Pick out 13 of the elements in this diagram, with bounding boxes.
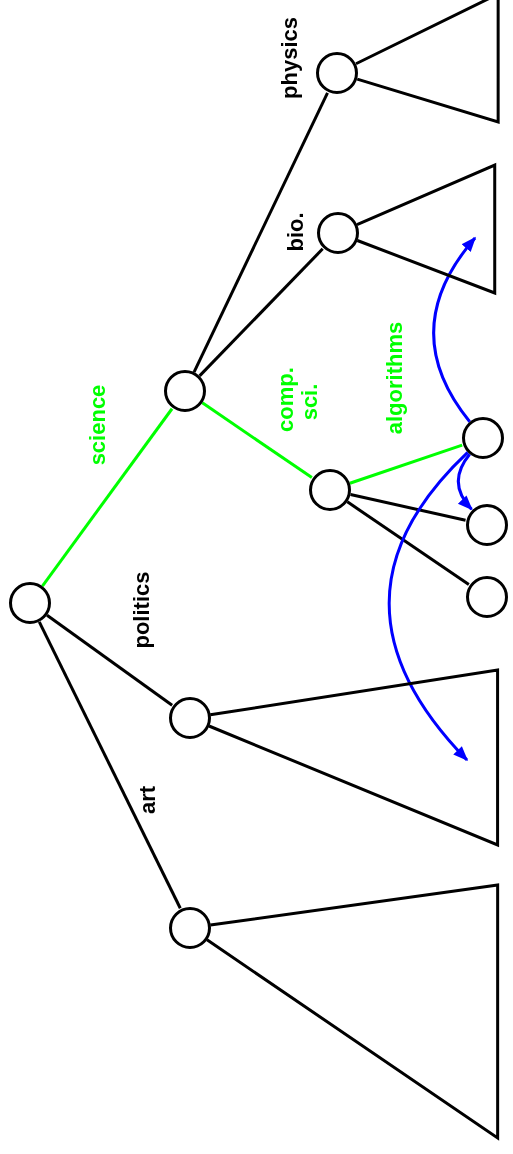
tree-edge	[41, 407, 174, 587]
edge-label: algorithms	[383, 321, 407, 435]
tree-edge	[349, 443, 463, 485]
tree-edge	[198, 247, 324, 377]
edge-label: physics	[278, 17, 302, 99]
edge-label: bio.	[284, 212, 308, 252]
edge-label: politics	[130, 571, 154, 649]
curved-arrow	[456, 453, 473, 511]
curved-arrow	[432, 236, 477, 423]
tree-edge	[350, 493, 466, 522]
edge-label: science	[86, 384, 110, 466]
edge-label: art	[136, 785, 160, 815]
curved-arrow	[387, 451, 469, 762]
